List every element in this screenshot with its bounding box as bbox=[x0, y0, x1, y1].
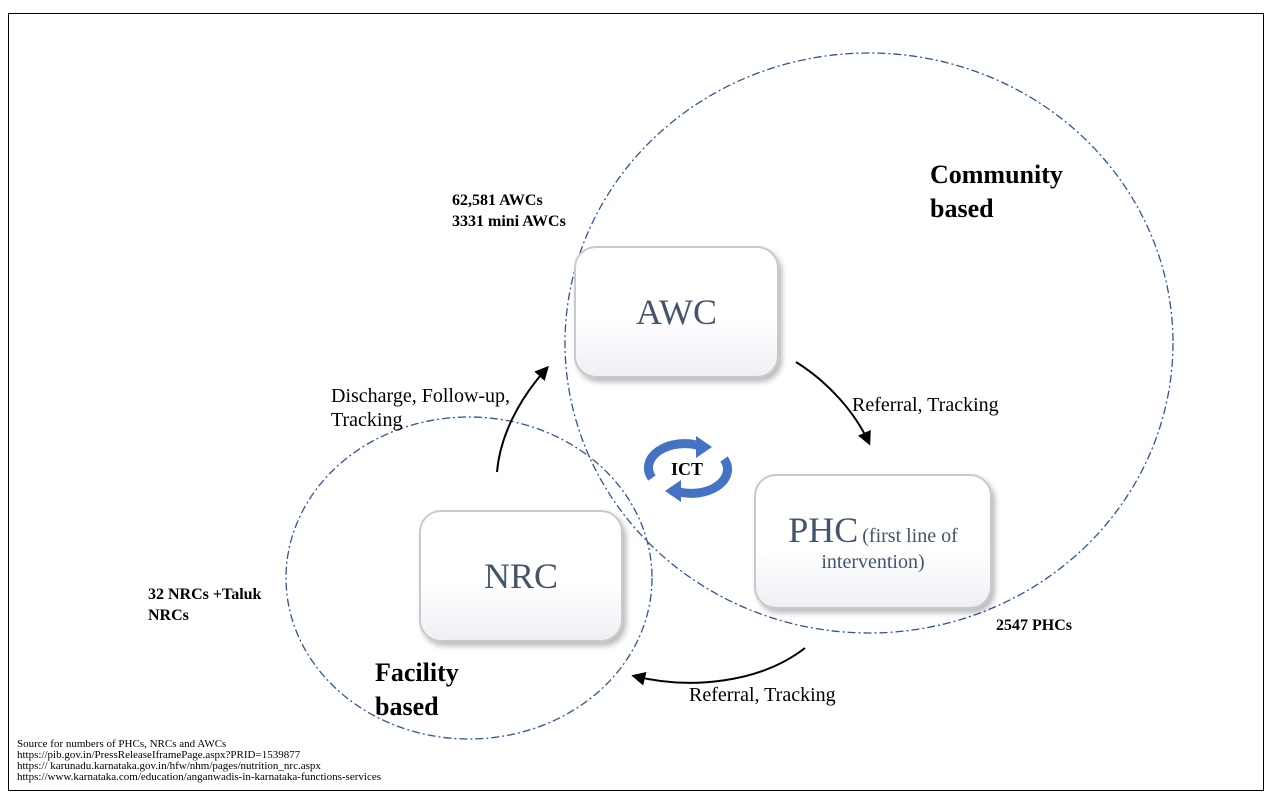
nrc-to-awc-arrow bbox=[496, 365, 549, 473]
awc-to-phc-label: Referral, Tracking bbox=[852, 394, 999, 416]
facility-label-line1: Facility bbox=[375, 658, 459, 687]
nrc-to-awc-label: Discharge, Follow-up, Tracking bbox=[331, 384, 510, 432]
source-line-4: https://www.karnataka.com/education/anga… bbox=[17, 771, 381, 783]
community-region-circle bbox=[564, 52, 1174, 634]
community-label-line1: Community bbox=[930, 160, 1063, 189]
phc-to-nrc-arrow bbox=[631, 647, 806, 686]
awc-to-phc-arrow bbox=[795, 361, 871, 446]
phc-node-detail-line2: intervention) bbox=[821, 551, 925, 573]
nrc-to-awc-label-line1: Discharge, Follow-up, bbox=[331, 385, 511, 407]
source-line-2: https://pib.gov.in/PressReleaseIframePag… bbox=[17, 749, 301, 761]
facility-region-label: Facility based bbox=[375, 656, 459, 724]
community-label-line2: based bbox=[930, 194, 994, 223]
source-line-3: https:// karunadu.karnataka.gov.in/hfw/n… bbox=[17, 760, 321, 772]
diagram-frame bbox=[8, 13, 1264, 791]
phc-node: PHC (first line of intervention) bbox=[754, 474, 992, 609]
phc-count: 2547 PHCs bbox=[996, 617, 1072, 634]
source-line-1: Source for numbers of PHCs, NRCs and AWC… bbox=[17, 738, 227, 750]
awc-count-line2: 3331 mini AWCs bbox=[452, 213, 566, 230]
awc-count: 62,581 AWCs 3331 mini AWCs bbox=[452, 190, 566, 232]
community-region-label: Community based bbox=[930, 158, 1063, 226]
nrc-count: 32 NRCs +Taluk NRCs bbox=[148, 584, 261, 626]
nrc-to-awc-label-line2: Tracking bbox=[331, 409, 403, 431]
phc-node-detail: (first line of bbox=[862, 525, 958, 547]
nrc-node: NRC bbox=[419, 510, 623, 642]
source-notes: Source for numbers of PHCs, NRCs and AWC… bbox=[17, 739, 381, 783]
nrc-count-line2: NRCs bbox=[148, 607, 189, 624]
ict-label: ICT bbox=[671, 459, 704, 479]
awc-node-label: AWC bbox=[635, 292, 718, 332]
nrc-count-line1: 32 NRCs +Taluk bbox=[148, 586, 262, 603]
nrc-node-label: NRC bbox=[483, 556, 559, 596]
phc-to-nrc-label: Referral, Tracking bbox=[689, 684, 836, 706]
facility-label-line2: based bbox=[375, 692, 439, 721]
awc-node: AWC bbox=[574, 246, 779, 378]
awc-count-line1: 62,581 AWCs bbox=[452, 192, 543, 209]
phc-node-label: PHC bbox=[788, 510, 859, 550]
cycle-arrows-icon bbox=[644, 436, 732, 502]
facility-region-circle bbox=[285, 416, 653, 740]
